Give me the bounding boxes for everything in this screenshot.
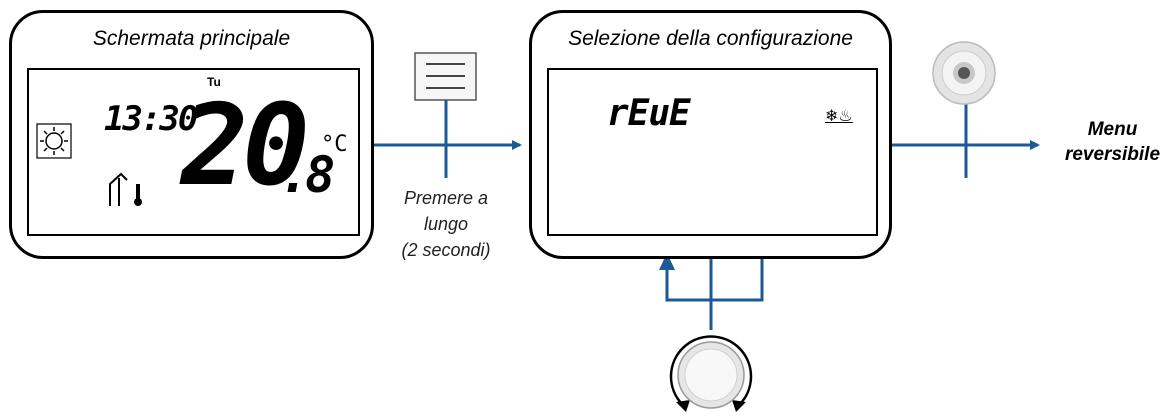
caption-line-3: (2 secondi) <box>401 240 491 260</box>
dial-loop-bracket <box>662 255 764 302</box>
output-label-line-2: reversibile <box>1064 144 1161 165</box>
caption-line-1: Premere a <box>403 188 489 208</box>
config-selection-panel: Selezione della configurazione rEuE ❄♨ <box>529 10 892 259</box>
day-display: Tu <box>207 75 221 89</box>
lcd-screen: 13:30 Tu 20 .8 °C <box>27 68 360 236</box>
house-thermometer-icon <box>109 172 142 206</box>
caption-line-2: lungo <box>423 214 469 234</box>
ok-button-icon[interactable] <box>932 41 996 105</box>
temperature-decimal: .8 <box>279 146 335 204</box>
temperature-unit: °C <box>321 132 348 157</box>
mode-code: rEuE <box>607 93 691 134</box>
dial-loop-arrowhead <box>659 253 675 270</box>
sun-icon <box>36 123 72 159</box>
panel-title: Schermata principale <box>92 27 291 50</box>
temperature-integer: 20 <box>181 81 310 211</box>
output-label-line-1: Menu <box>1087 119 1138 140</box>
menu-button-icon[interactable] <box>414 52 477 101</box>
mode-icons: ❄♨ <box>825 106 853 125</box>
long-press-caption: Premere a lungo (2 secondi) <box>380 185 512 263</box>
time-display: 13:30 <box>104 99 198 139</box>
output-label: Menu reversibile <box>1050 117 1175 167</box>
rotary-dial-icon[interactable] <box>669 335 753 412</box>
main-screen-panel: Schermata principale <box>9 10 374 259</box>
lcd-screen: rEuE ❄♨ <box>547 68 878 236</box>
panel-title: Selezione della configurazione <box>568 27 853 50</box>
